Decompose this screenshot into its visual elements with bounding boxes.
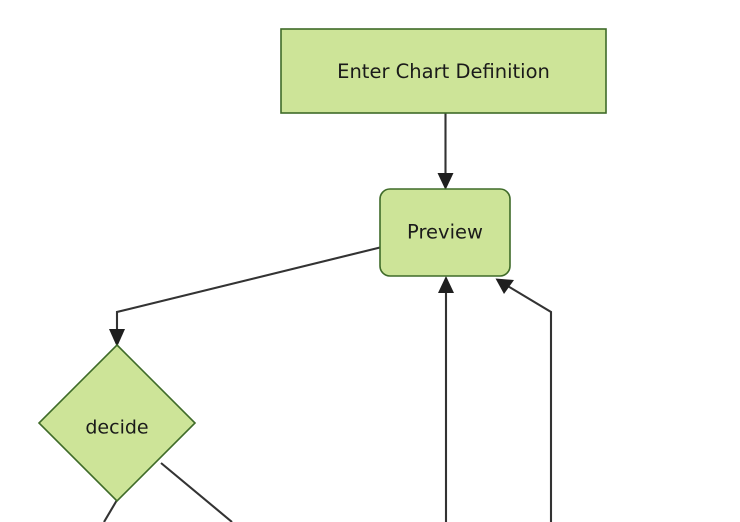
edge-line	[103, 499, 118, 522]
edge-decide-out-right	[160, 462, 233, 522]
arrowhead-up-left-icon	[495, 278, 514, 294]
arrowhead-down-icon	[437, 173, 454, 190]
node-shape-diamond	[37, 343, 197, 503]
edge-decide-out-left	[103, 499, 118, 522]
edge-preview-to-decide	[109, 246, 381, 347]
edge-line	[160, 462, 233, 522]
node-shape-rectangle	[280, 28, 607, 114]
edge-line	[505, 284, 553, 522]
node-enter-chart-definition[interactable]: Enter Chart Definition	[280, 28, 607, 114]
arrowhead-up-icon	[438, 276, 454, 293]
node-decide[interactable]: decide	[37, 343, 197, 503]
edge-line	[115, 246, 381, 336]
arrowhead-down-icon	[109, 329, 125, 347]
edge-enter-to-preview	[437, 113, 454, 190]
node-label-preview: Preview	[407, 221, 483, 244]
edge-into-preview-diagonal	[495, 278, 553, 522]
node-shape-rounded-rectangle	[379, 188, 511, 277]
node-preview[interactable]: Preview	[379, 188, 511, 277]
node-label-decide: decide	[85, 417, 148, 439]
node-label-enter-chart-definition: Enter Chart Definition	[337, 60, 550, 83]
edge-into-preview-vertical	[438, 276, 454, 522]
